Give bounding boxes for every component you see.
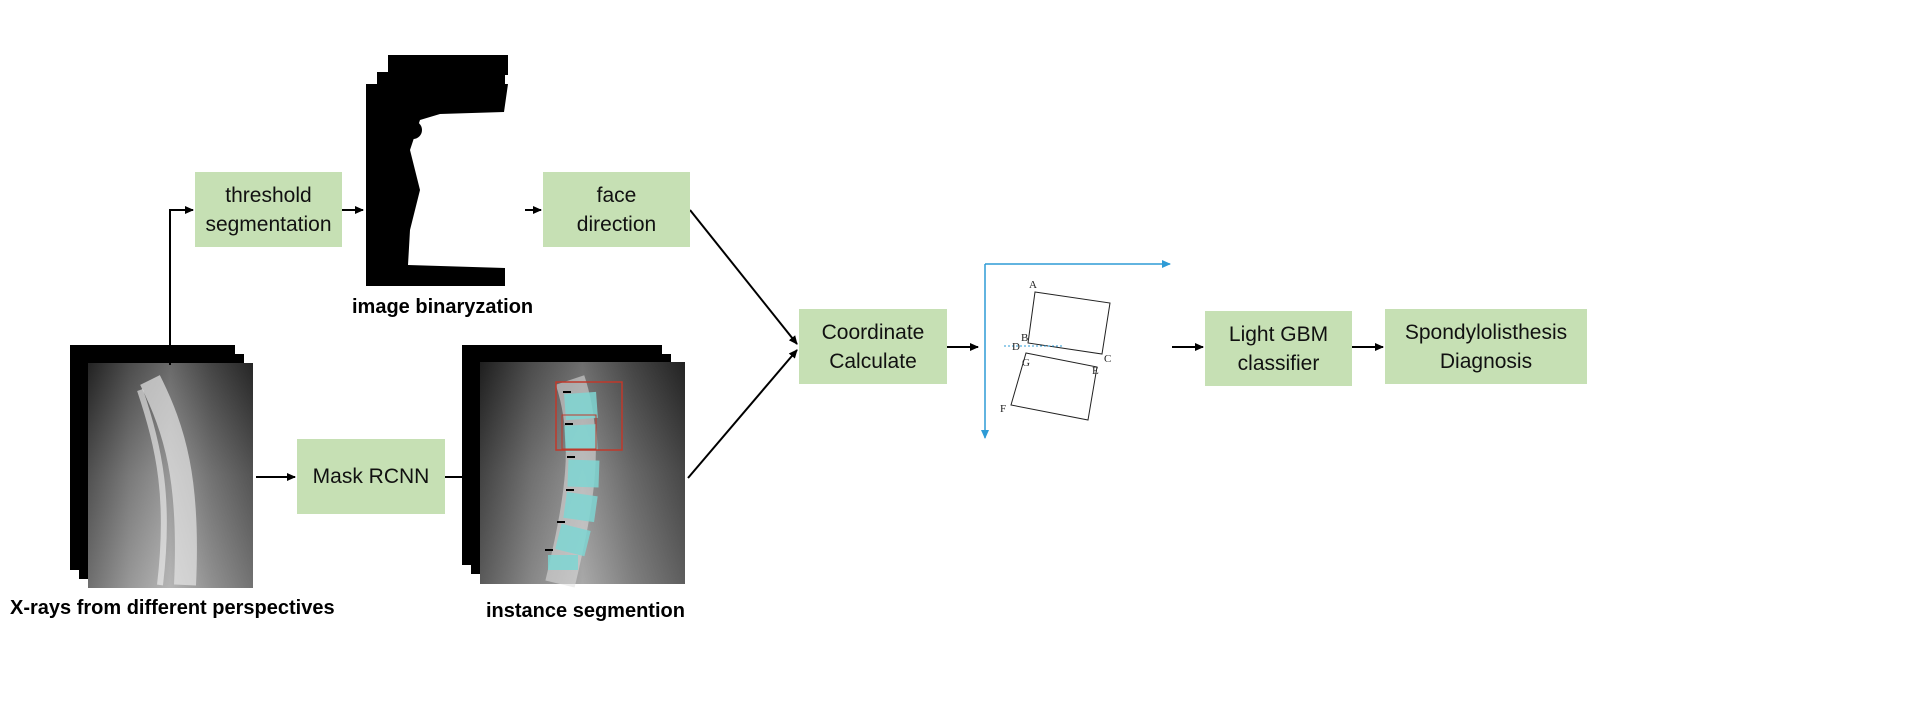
- xray-stack: [70, 345, 253, 588]
- label-f: F: [1000, 403, 1006, 415]
- caption-binarization: image binaryzation: [352, 296, 534, 318]
- label-d: D: [1012, 341, 1020, 353]
- connectors: [169, 206, 1384, 481]
- caption-xrays: X-rays from different perspectives: [10, 597, 335, 619]
- label-a: A: [1029, 279, 1037, 291]
- label-e: E: [1092, 365, 1099, 377]
- instance-segmentation-stack: [462, 345, 685, 588]
- light-gbm-classifier-box: Light GBM classifier: [1205, 311, 1352, 386]
- caption-instance-segmentation: instance segmention: [486, 600, 685, 622]
- lower-vertebra: [1010, 352, 1098, 421]
- upper-vertebra: [1027, 291, 1111, 355]
- label-b: B: [1021, 332, 1028, 344]
- face-direction-box: face direction: [543, 172, 690, 247]
- threshold-segmentation-box: threshold segmentation: [195, 172, 342, 247]
- arrow-face-to-coord: [689, 209, 798, 345]
- arrow-xray-to-threshold: [169, 206, 194, 365]
- coordinate-diagram: A B C D E F G: [981, 260, 1171, 439]
- arrow-instance-to-coord: [687, 349, 798, 479]
- label-g: G: [1022, 357, 1030, 369]
- label-c: C: [1104, 353, 1111, 365]
- mask-rcnn-box: Mask RCNN: [297, 439, 445, 514]
- coordinate-calculate-box: Coordinate Calculate: [799, 309, 947, 384]
- spondylolisthesis-diagnosis-box: Spondylolisthesis Diagnosis: [1385, 309, 1587, 384]
- binarized-image-stack: [366, 55, 508, 286]
